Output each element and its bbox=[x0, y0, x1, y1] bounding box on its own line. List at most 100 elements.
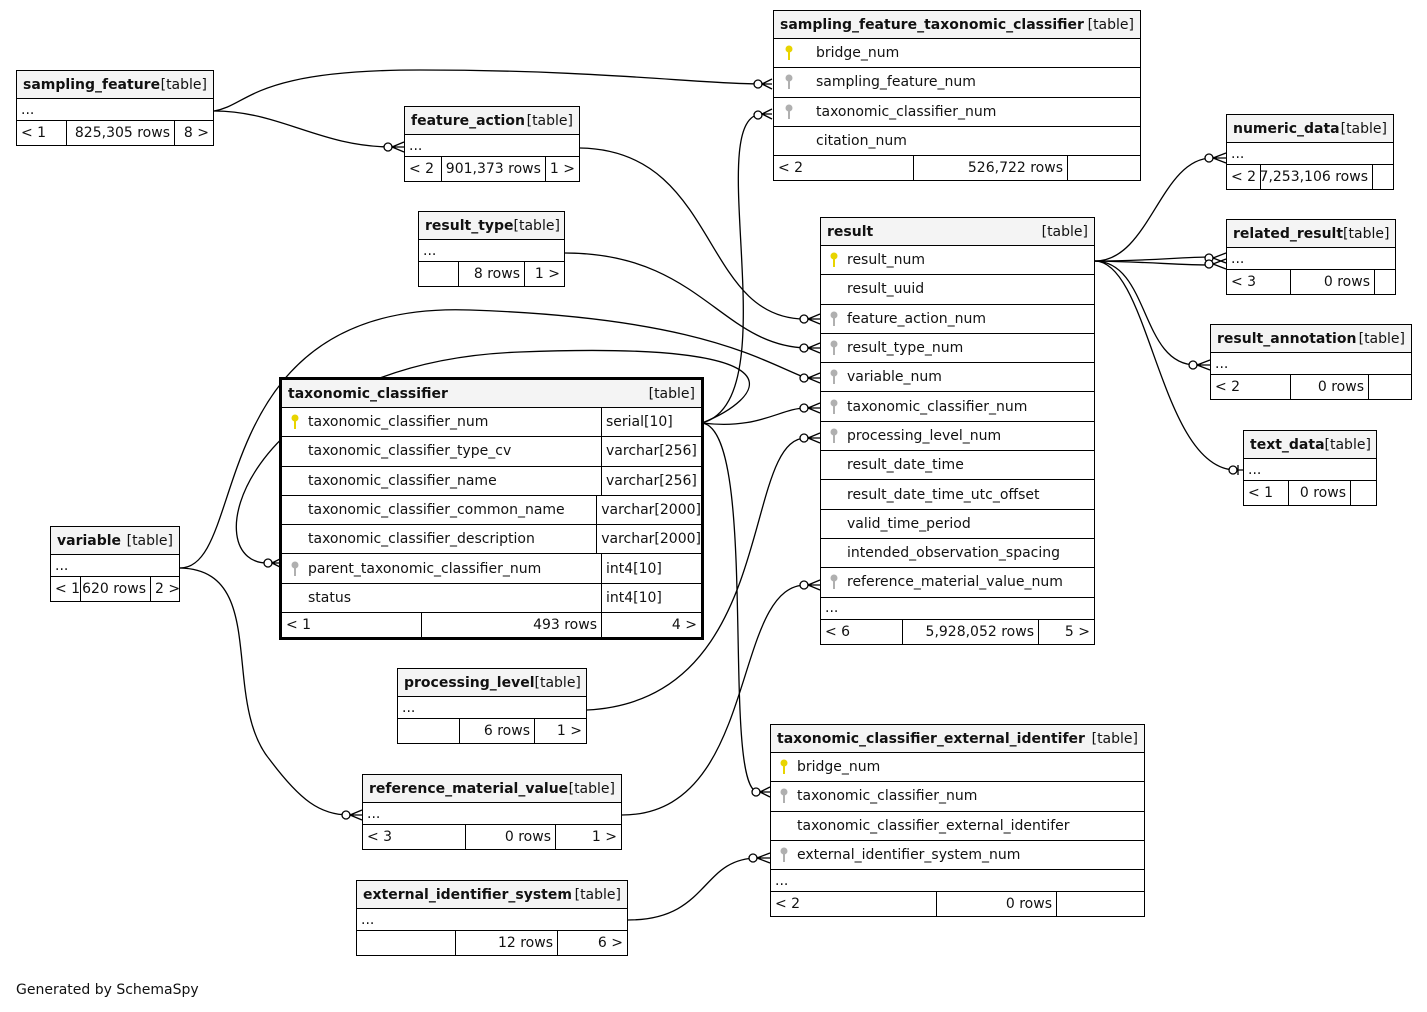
edge-end-circle bbox=[1188, 360, 1198, 370]
parents-count[interactable]: < 2 bbox=[1211, 375, 1291, 399]
column-row[interactable]: sampling_feature_num bbox=[774, 68, 1140, 98]
table-header: text_data[table] bbox=[1244, 431, 1376, 459]
column-type: varchar[2000] bbox=[596, 525, 701, 554]
children-count[interactable] bbox=[1369, 375, 1411, 399]
parents-count[interactable]: < 1 bbox=[17, 121, 67, 145]
column-row[interactable]: taxonomic_classifier_num bbox=[771, 782, 1144, 812]
children-count[interactable] bbox=[1375, 270, 1395, 294]
table-taxonomic-classifier[interactable]: taxonomic_classifier[table] taxonomic_cl… bbox=[279, 377, 704, 641]
table-external-identifier-system[interactable]: external_identifier_system[table] ... 12… bbox=[356, 880, 628, 956]
table-kind: [table] bbox=[513, 217, 560, 234]
column-row[interactable]: bridge_num bbox=[774, 39, 1140, 69]
children-count[interactable]: 5 > bbox=[1064, 623, 1090, 640]
column-name: result_type_num bbox=[847, 340, 964, 357]
table-header: result_type[table] bbox=[419, 212, 564, 240]
table-header: related_result[table] bbox=[1227, 220, 1395, 248]
table-kind: [table] bbox=[1041, 223, 1088, 240]
column-row[interactable]: taxonomic_classifier_num bbox=[821, 392, 1094, 422]
table-name: numeric_data bbox=[1233, 120, 1340, 137]
column-row[interactable]: processing_level_num bbox=[821, 422, 1094, 452]
crowfoot bbox=[807, 342, 821, 354]
column-row[interactable]: external_identifier_system_num bbox=[771, 841, 1144, 871]
parents-count[interactable] bbox=[419, 262, 459, 286]
foreign-key-icon bbox=[821, 311, 847, 327]
column-name: status bbox=[308, 589, 352, 606]
table-header: reference_material_value[table] bbox=[363, 775, 621, 803]
column-row[interactable]: result_uuid bbox=[821, 275, 1094, 305]
table-result[interactable]: result[table] result_num result_uuid fea… bbox=[820, 217, 1095, 645]
column-row[interactable]: taxonomic_classifier_external_identifer bbox=[771, 812, 1144, 841]
column-row[interactable]: bridge_num bbox=[771, 753, 1144, 783]
column-row[interactable]: variable_num bbox=[821, 363, 1094, 393]
edge-end-circle bbox=[748, 853, 758, 863]
children-count[interactable] bbox=[1373, 165, 1393, 189]
column-row[interactable]: result_type_num bbox=[821, 334, 1094, 364]
column-type: varchar[2000] bbox=[596, 495, 701, 525]
column-row[interactable]: taxonomic_classifier_num bbox=[774, 98, 1140, 127]
children-count[interactable]: 1 > bbox=[556, 723, 582, 739]
table-header: result[table] bbox=[821, 218, 1094, 246]
column-row[interactable]: result_date_time bbox=[821, 451, 1094, 481]
edge-taxonomic-classifier-self bbox=[235, 349, 751, 564]
children-count[interactable] bbox=[1351, 481, 1376, 505]
column-row[interactable]: result_date_time_utc_offset bbox=[821, 480, 1094, 510]
column-row[interactable]: citation_num bbox=[774, 127, 1140, 157]
parents-count[interactable]: < 6 bbox=[821, 619, 903, 644]
parents-count[interactable]: < 3 bbox=[1227, 270, 1291, 294]
column-row[interactable]: valid_time_period bbox=[821, 510, 1094, 539]
parents-count[interactable]: < 1 bbox=[282, 613, 422, 638]
column-row[interactable]: intended_observation_spacing bbox=[821, 539, 1094, 569]
children-count[interactable]: 1 > bbox=[534, 266, 560, 282]
table-name: sampling_feature_taxonomic_classifier bbox=[780, 16, 1084, 33]
edge-result-to-text-data bbox=[1094, 260, 1237, 471]
column-row[interactable]: feature_action_num bbox=[821, 305, 1094, 334]
children-count[interactable] bbox=[1057, 892, 1144, 916]
column-type: int4[10] bbox=[601, 554, 701, 583]
parents-count[interactable]: < 2 bbox=[1227, 165, 1261, 189]
edge-external-identifier-system-to-tcei bbox=[627, 857, 759, 921]
table-name: taxonomic_classifier_external_identifer bbox=[777, 730, 1085, 747]
children-count[interactable]: 6 > bbox=[597, 935, 623, 951]
parents-count[interactable] bbox=[398, 719, 460, 743]
column-row[interactable]: reference_material_value_num bbox=[821, 568, 1094, 598]
children-count[interactable]: 1 > bbox=[591, 829, 617, 845]
children-count[interactable]: 4 > bbox=[671, 617, 697, 634]
foreign-key-icon bbox=[821, 574, 847, 590]
table-taxonomic-classifier-external-identifer[interactable]: taxonomic_classifier_external_identifer[… bbox=[770, 724, 1145, 918]
children-count[interactable]: 1 > bbox=[549, 161, 575, 177]
parents-count[interactable]: < 2 bbox=[774, 156, 914, 181]
table-kind: [table] bbox=[1340, 120, 1387, 137]
parents-count[interactable]: < 2 bbox=[771, 892, 937, 917]
children-count[interactable]: 2 > bbox=[155, 581, 181, 597]
parents-count[interactable] bbox=[357, 931, 456, 955]
parents-count[interactable]: < 2 bbox=[405, 157, 442, 181]
parents-count[interactable]: < 1 bbox=[51, 577, 81, 601]
column-row[interactable]: result_num bbox=[821, 246, 1094, 276]
children-count[interactable] bbox=[1068, 156, 1140, 180]
table-sampling-feature-taxonomic-classifier[interactable]: sampling_feature_taxonomic_classifier[ta… bbox=[773, 10, 1141, 182]
parents-count[interactable]: < 3 bbox=[363, 825, 466, 849]
parents-count[interactable]: < 1 bbox=[1244, 481, 1289, 505]
children-count[interactable]: 8 > bbox=[183, 125, 209, 141]
table-kind: [table] bbox=[574, 886, 621, 903]
